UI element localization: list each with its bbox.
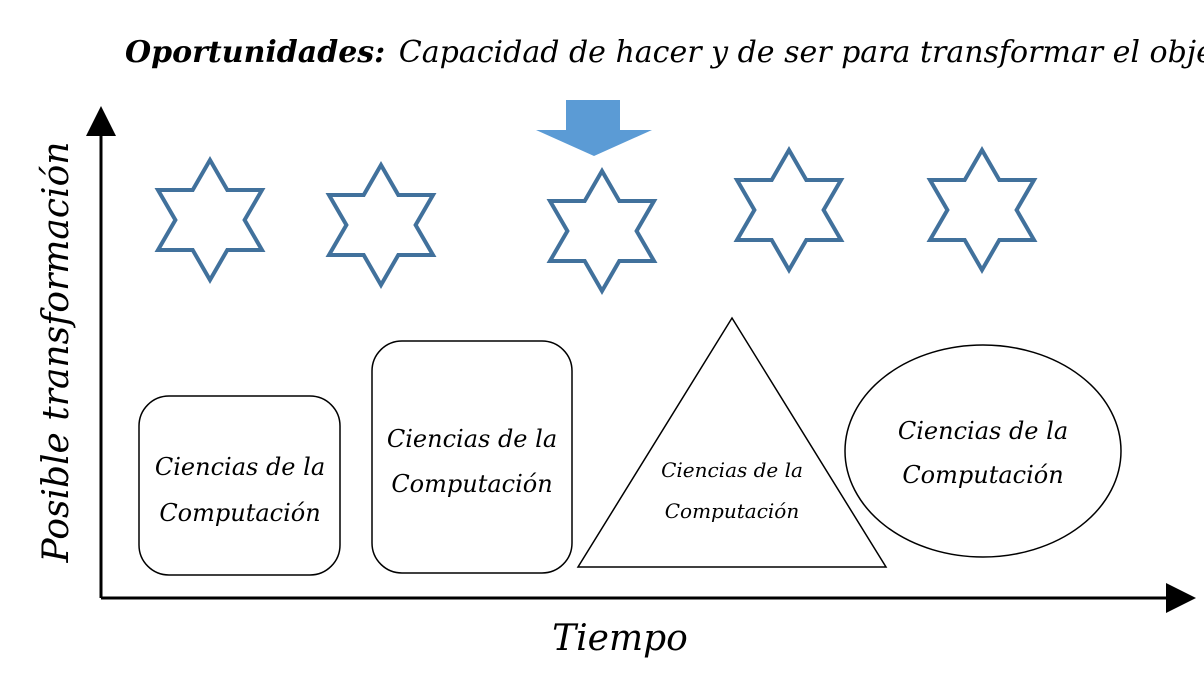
shape-3-line-1: Ciencias de la xyxy=(661,458,803,482)
star-icon xyxy=(325,160,437,290)
star-icon xyxy=(733,145,845,275)
shape-4-line-2: Computación xyxy=(902,461,1063,489)
y-axis-label: Posible transformación xyxy=(36,142,77,564)
shape-rounded-rect-1: Ciencias de la Computación xyxy=(138,395,341,576)
star-icon xyxy=(546,166,658,296)
shape-2-line-1: Ciencias de la xyxy=(387,425,557,453)
title-rest: Capacidad de hacer y de ser para transfo… xyxy=(399,35,1204,70)
star-icon xyxy=(926,145,1038,275)
shape-1-line-2: Computación xyxy=(159,499,320,527)
title-bold: Oportunidades: xyxy=(125,35,385,70)
x-axis-label: Tiempo xyxy=(552,618,688,659)
shape-3-line-2: Computación xyxy=(665,499,799,523)
diagram-title: Oportunidades: Capacidad de hacer y de s… xyxy=(125,35,1204,70)
shape-4-line-1: Ciencias de la xyxy=(898,417,1068,445)
shape-ellipse: Ciencias de la Computación xyxy=(844,344,1122,558)
star-icon xyxy=(154,155,266,285)
shape-2-line-2: Computación xyxy=(391,470,552,498)
shape-rounded-rect-2: Ciencias de la Computación xyxy=(371,340,573,574)
down-arrow-icon xyxy=(536,100,652,156)
shape-1-line-1: Ciencias de la xyxy=(155,453,325,481)
shape-triangle: Ciencias de la Computación xyxy=(576,316,888,568)
